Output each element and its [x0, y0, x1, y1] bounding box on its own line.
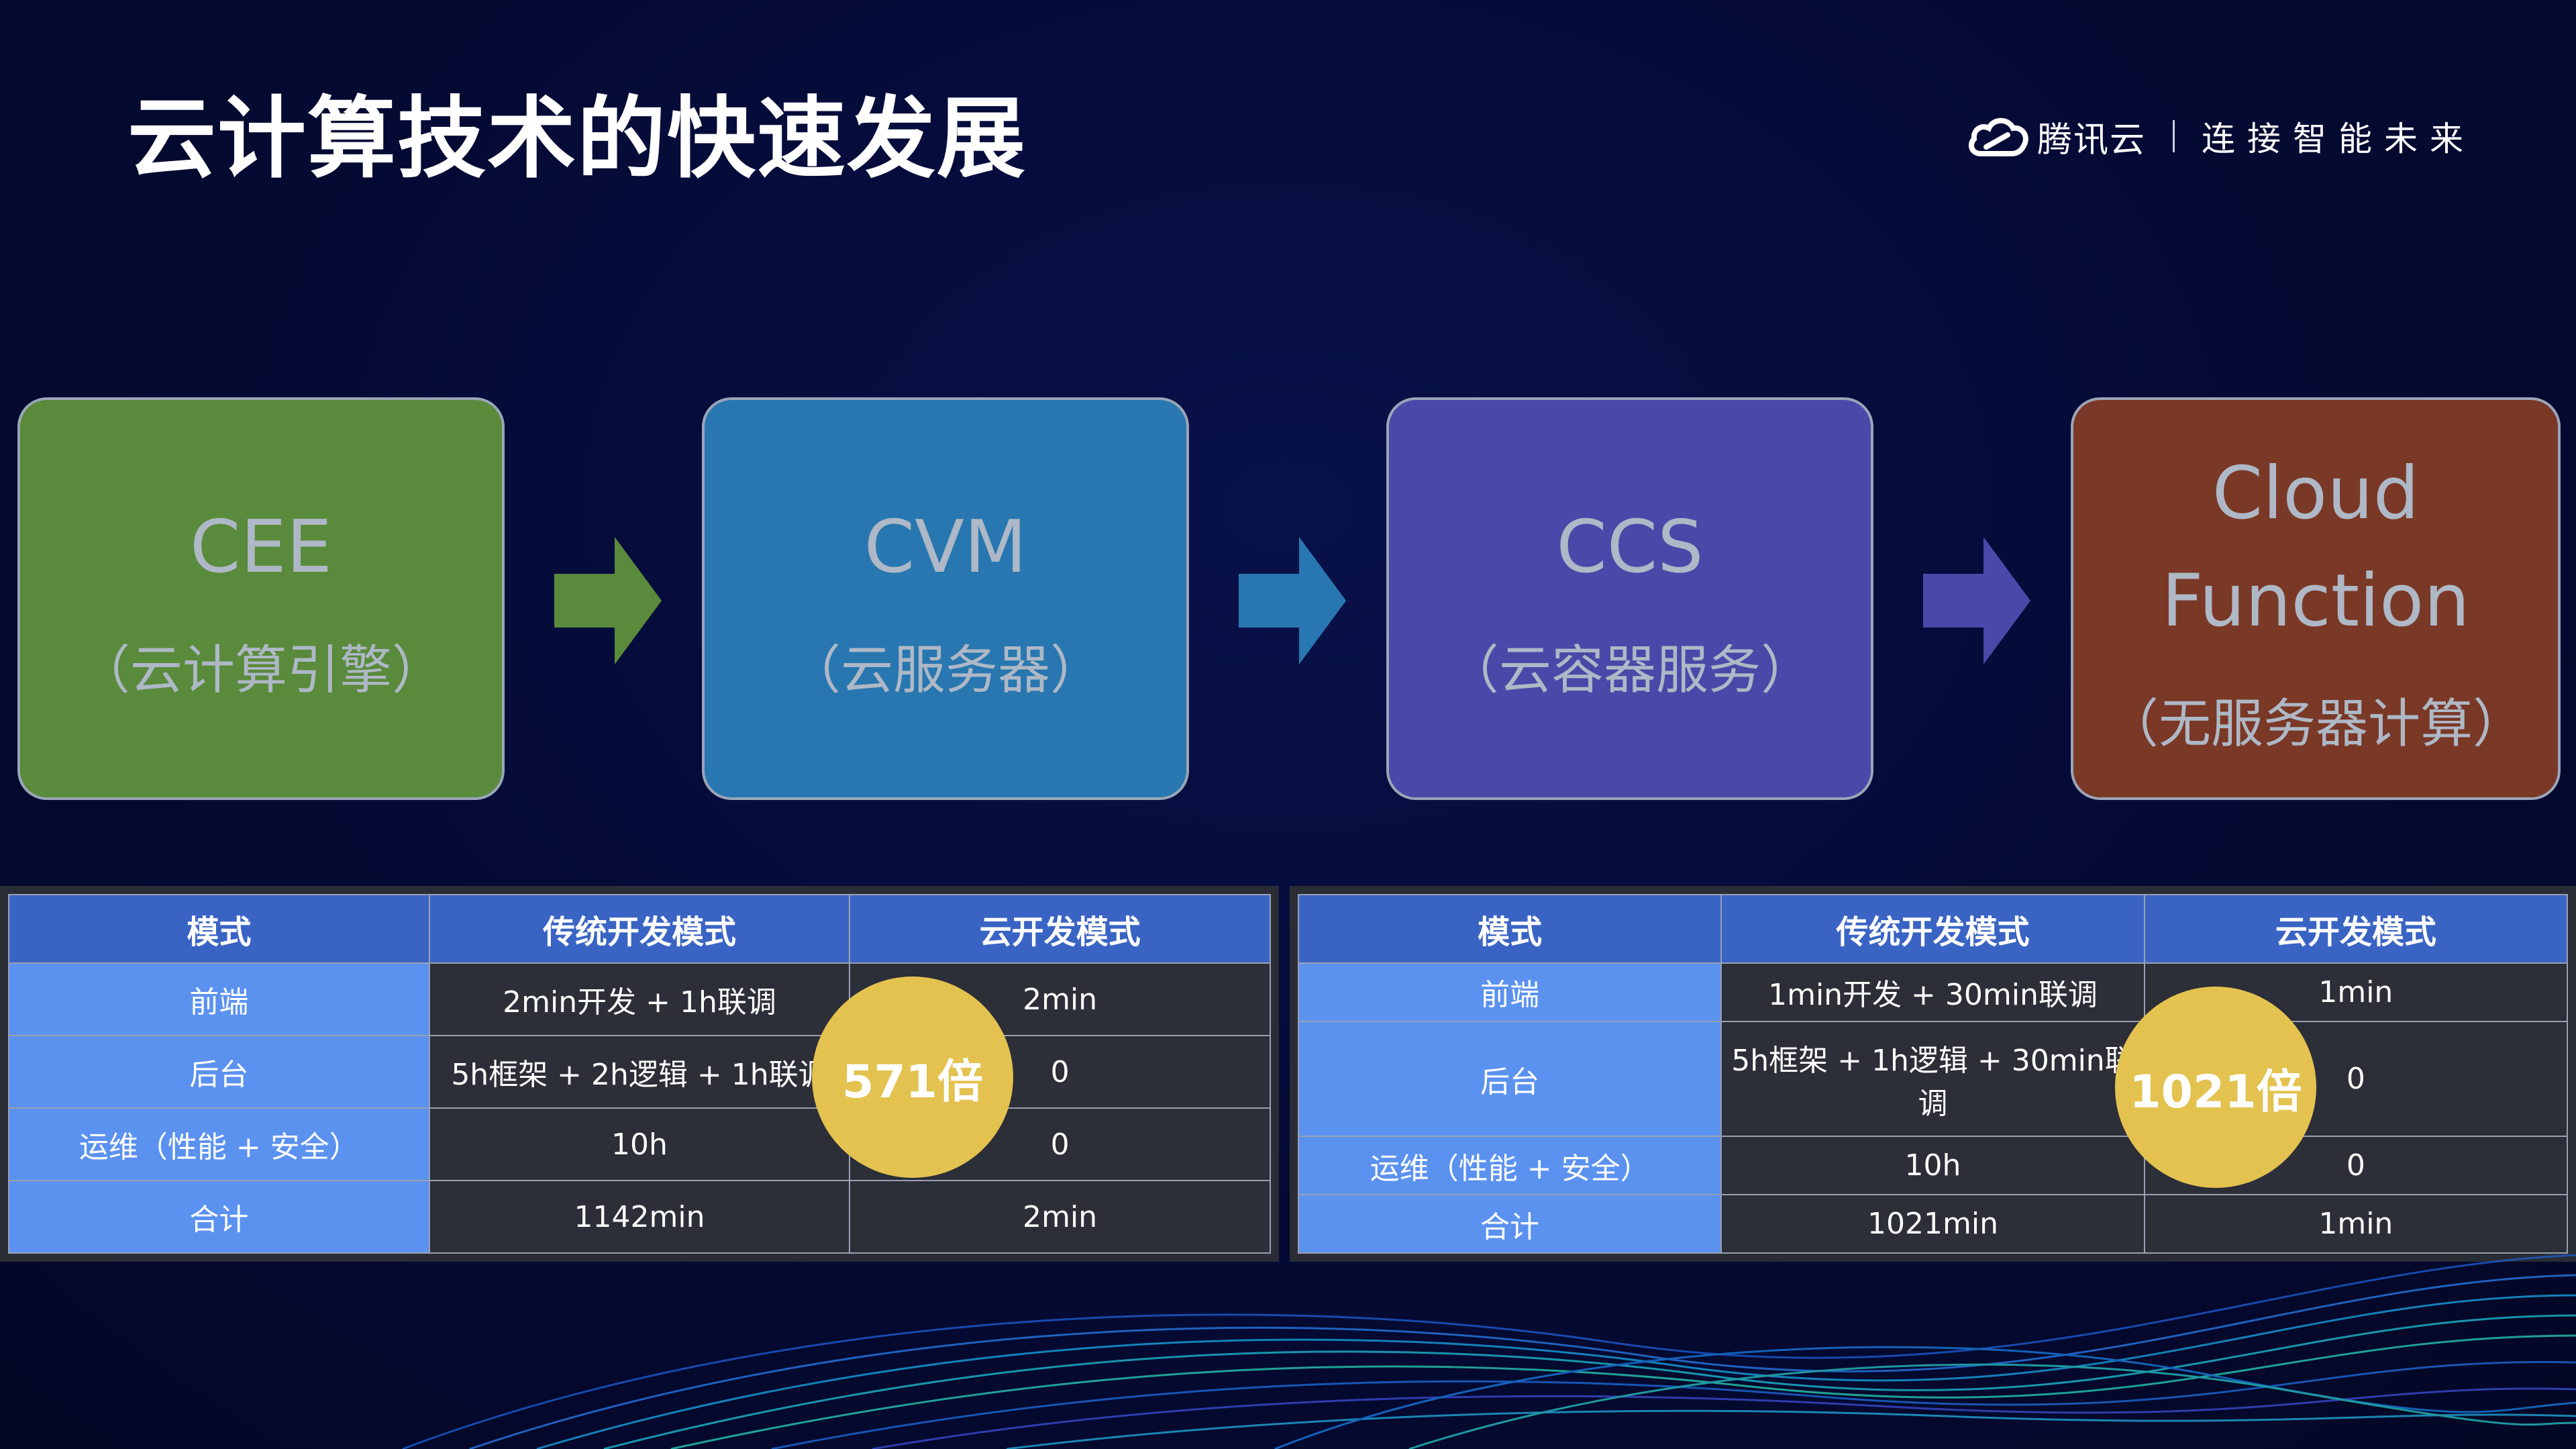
brand-name: 腾讯云 — [2037, 119, 2146, 160]
stage-title: CVM — [864, 505, 1027, 589]
table-cell: 1142min — [428, 1180, 851, 1254]
column-header: 传统开发模式 — [1720, 894, 2145, 964]
table-row: 后台 5h框架 + 2h逻辑 + 1h联调 0 — [8, 1035, 1271, 1109]
brand-slogan: 连接智能未来 — [2202, 119, 2475, 158]
stage-title: CEE — [190, 505, 332, 589]
brand-header: 腾讯云 连接智能未来 — [1966, 106, 2475, 166]
table-row: 合计 1142min 2min — [8, 1180, 1271, 1254]
table-header-row: 模式 传统开发模式 云开发模式 — [1297, 894, 2569, 964]
slide-title: 云计算技术的快速发展 — [127, 87, 1027, 191]
table-row: 运维（性能 + 安全） 10h 0 — [8, 1107, 1271, 1181]
stage-ccs: CCS （云容器服务） — [1386, 397, 1873, 800]
stage-subtitle: （云容器服务） — [1446, 640, 1813, 701]
comparison-table: 模式 传统开发模式 云开发模式 前端 1min开发 + 30min联调 1min… — [1297, 894, 2569, 1254]
row-label: 合计 — [1297, 1194, 1722, 1254]
column-header: 模式 — [8, 894, 430, 964]
decorative-waves — [402, 1254, 2576, 1449]
row-label: 前端 — [8, 962, 430, 1036]
arrow-right-icon — [1923, 537, 2030, 664]
row-label: 前端 — [1297, 962, 1722, 1022]
table-row: 运维（性能 + 安全） 10h 0 — [1297, 1136, 2569, 1196]
table-cell: 10h — [1720, 1136, 2145, 1196]
table-row: 前端 1min开发 + 30min联调 1min — [1297, 962, 2569, 1022]
table-cell: 1min开发 + 30min联调 — [1720, 962, 2145, 1022]
row-label: 合计 — [8, 1180, 430, 1254]
table-cell: 5h框架 + 2h逻辑 + 1h联调 — [428, 1035, 851, 1109]
arrow-right-icon — [1239, 537, 1346, 664]
table-header-row: 模式 传统开发模式 云开发模式 — [8, 894, 1271, 964]
stage-cvm: CVM （云服务器） — [702, 397, 1189, 800]
stage-title: CCS — [1556, 505, 1704, 589]
comparison-table-2: 模式 传统开发模式 云开发模式 前端 1min开发 + 30min联调 1min… — [1290, 886, 2576, 1262]
column-header: 模式 — [1297, 894, 1722, 964]
table-row: 后台 5h框架 + 1h逻辑 + 30min联调 0 — [1297, 1020, 2569, 1138]
arrow-right-icon — [554, 537, 662, 664]
table-cell: 2min开发 + 1h联调 — [428, 962, 851, 1036]
stage-subtitle: （无服务器计算） — [2106, 694, 2525, 754]
speedup-badge: 1021倍 — [2115, 987, 2316, 1188]
stage-cee: CEE （云计算引擎） — [17, 397, 505, 800]
table-cell: 2min — [849, 1180, 1271, 1254]
brand-divider — [2173, 120, 2175, 152]
column-header: 云开发模式 — [849, 894, 1271, 964]
speedup-badge: 571倍 — [812, 977, 1013, 1178]
comparison-table-1: 模式 传统开发模式 云开发模式 前端 2min开发 + 1h联调 2min 后台… — [0, 886, 1279, 1262]
table-row: 合计 1021min 1min — [1297, 1194, 2569, 1254]
row-label: 运维（性能 + 安全） — [1297, 1136, 1722, 1196]
table-cell: 1021min — [1720, 1194, 2145, 1254]
stage-cloud-function: Cloud Function （无服务器计算） — [2071, 397, 2561, 800]
tencent-cloud-logo-icon — [1966, 109, 2030, 163]
column-header: 传统开发模式 — [428, 894, 851, 964]
stage-title-line1: Cloud — [2212, 452, 2420, 536]
row-label: 运维（性能 + 安全） — [8, 1107, 430, 1181]
table-cell: 1min — [2143, 1194, 2569, 1254]
stage-title-line2: Function — [2161, 559, 2470, 643]
comparison-table: 模式 传统开发模式 云开发模式 前端 2min开发 + 1h联调 2min 后台… — [8, 894, 1271, 1254]
table-row: 前端 2min开发 + 1h联调 2min — [8, 962, 1271, 1036]
column-header: 云开发模式 — [2143, 894, 2569, 964]
table-cell: 5h框架 + 1h逻辑 + 30min联调 — [1720, 1020, 2145, 1138]
row-label: 后台 — [8, 1035, 430, 1109]
row-label: 后台 — [1297, 1020, 1722, 1138]
stage-subtitle: （云计算引擎） — [77, 640, 444, 701]
stage-subtitle: （云服务器） — [788, 640, 1102, 701]
table-cell: 10h — [428, 1107, 851, 1181]
